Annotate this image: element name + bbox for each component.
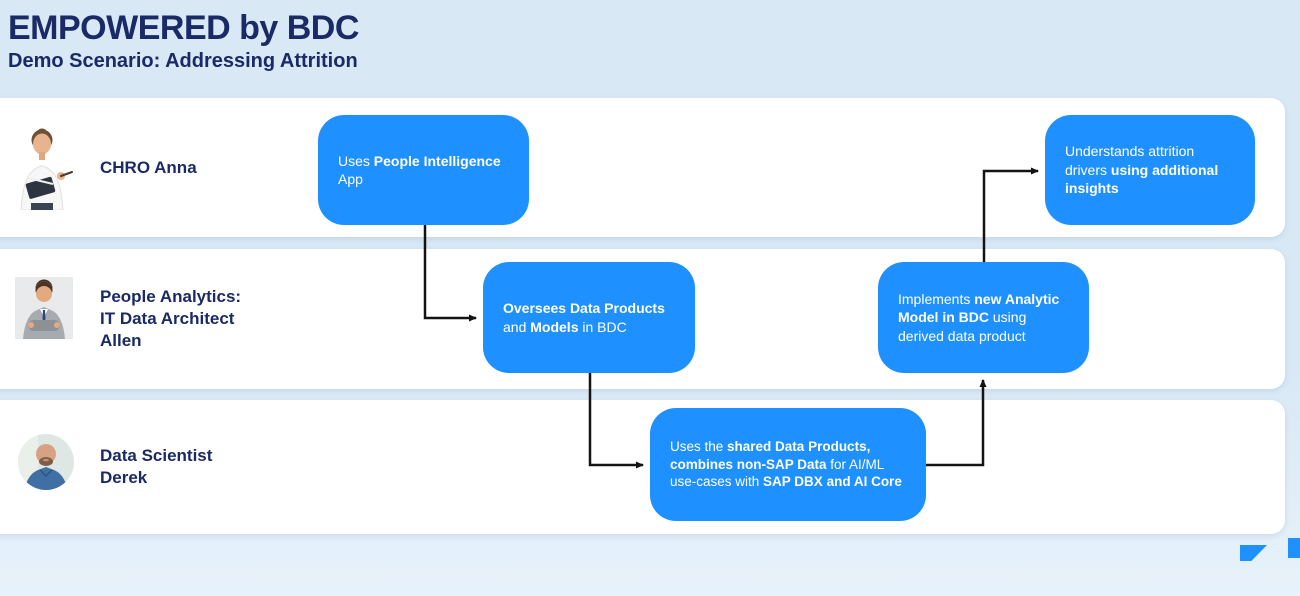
decor-parallelogram: [1240, 545, 1267, 561]
step-box-implements-analytic-model: Implements new Analytic Model in BDC usi…: [878, 262, 1089, 373]
slide-header: EMPOWERED by BDC Demo Scenario: Addressi…: [8, 9, 359, 73]
page-title: EMPOWERED by BDC: [8, 9, 359, 47]
step-box-uses-people-intelligence-app: Uses People Intelligence App: [318, 115, 529, 225]
allen-photo: [15, 277, 73, 344]
step-box-text: Oversees Data Products and Models in BDC: [503, 300, 665, 335]
lane-data-scientist-derek: Data Scientist Derek: [0, 400, 1285, 534]
step-box-text: Uses the shared Data Products, combines …: [670, 438, 902, 490]
woman-with-notebook-illustration: [20, 128, 73, 211]
lane-label-derek: Data Scientist Derek: [100, 445, 213, 487]
lane-label-chro-anna: CHRO Anna: [100, 157, 197, 177]
anna-photo: [8, 126, 78, 215]
lane-label-allen: People Analytics: IT Data Architect Alle…: [100, 286, 242, 351]
decor-rectangle: [1288, 538, 1300, 558]
step-box-text: Implements new Analytic Model in BDC usi…: [898, 290, 1060, 344]
step-box-oversees-data-products: Oversees Data Products and Models in BDC: [483, 262, 695, 373]
derek-photo: [18, 434, 74, 495]
page-subtitle: Demo Scenario: Addressing Attrition: [8, 50, 358, 73]
step-box-text: Understands attrition drivers using addi…: [1065, 143, 1219, 197]
man-in-suit-arms-crossed-illustration: [15, 277, 73, 339]
step-box-understands-attrition-drivers: Understands attrition drivers using addi…: [1045, 115, 1255, 225]
step-box-text: Uses People Intelligence App: [338, 152, 501, 187]
step-box-uses-shared-data-products: Uses the shared Data Products, combines …: [650, 408, 926, 521]
bearded-man-circular-illustration: [18, 434, 74, 490]
